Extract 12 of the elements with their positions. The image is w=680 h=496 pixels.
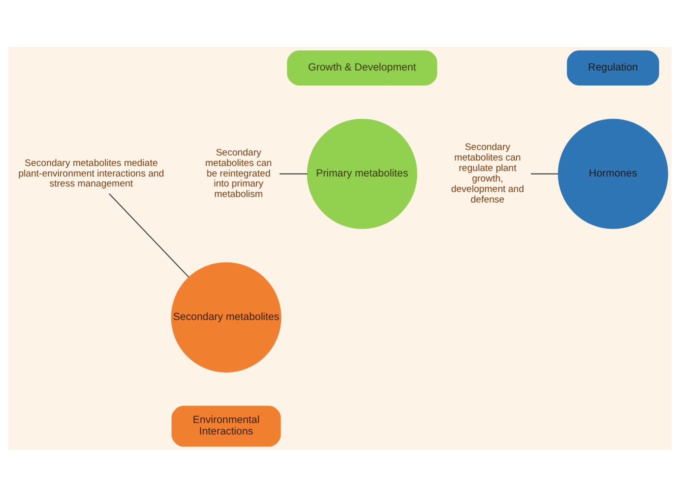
connector <box>530 172 559 174</box>
node-circle: Primary metabolites <box>306 118 418 229</box>
connector <box>108 192 190 278</box>
node-text: Secondary metabolites can regulate plant growth, development and defense <box>451 142 524 205</box>
node-box: Regulation <box>566 50 660 85</box>
node-text: Secondary metabolites mediate plant-environment interactions and stress management <box>18 157 164 190</box>
node-circle: Hormones <box>558 118 668 229</box>
node-circle: Secondary metabolites <box>171 262 282 372</box>
connector <box>279 172 308 174</box>
node-text: Secondary metabolites can be reintegrated into primary metabolism <box>205 146 272 200</box>
node-box: Environmental Interactions <box>172 405 281 446</box>
node-box: Growth & Development <box>287 50 438 85</box>
